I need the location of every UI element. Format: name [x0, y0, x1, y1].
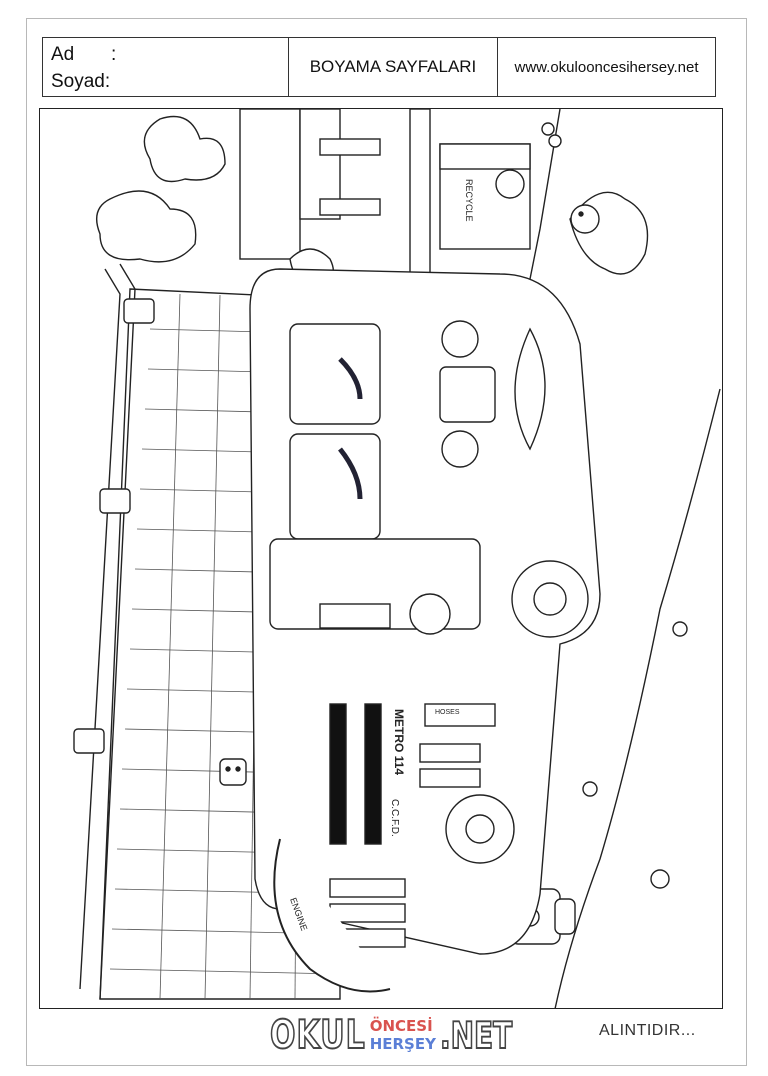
- page-title: BOYAMA SAYFALARI: [289, 38, 498, 96]
- name-label: Ad: [51, 44, 75, 65]
- truck-number: METRO 114: [392, 709, 406, 775]
- street-fence: [239, 109, 431, 286]
- logo-okul-text: OKUL: [269, 1011, 366, 1058]
- hoses-label: HOSES: [435, 709, 460, 716]
- website-link[interactable]: www.okulooncesihersey.net: [514, 58, 699, 76]
- name-colon: :: [111, 44, 117, 65]
- truck-label: C.C.F.D.: [389, 799, 400, 837]
- coloring-picture: RECYCLE: [39, 108, 723, 1009]
- recycle-bin: RECYCLE: [439, 143, 531, 250]
- fire-truck: METRO 114 C.C.F.D. HOSES ENGINE: [249, 268, 601, 993]
- clouds: [96, 115, 226, 263]
- credit-note: ALINTIDIR...: [599, 1022, 696, 1039]
- page-frame: [26, 18, 747, 1066]
- mascot: [219, 758, 247, 786]
- recycle-label: RECYCLE: [464, 179, 474, 222]
- logo-oncesi-text: ÖNCESİ: [369, 1017, 433, 1035]
- logo-net-text: .NET: [439, 1013, 513, 1058]
- worksheet-header: Ad : Soyad: BOYAMA SAYFALARI www.okuloon…: [42, 37, 716, 97]
- dog: [569, 191, 649, 275]
- surname-label: Soyad:: [51, 71, 111, 92]
- wall-lamps: [73, 298, 155, 754]
- logo-hersey-text: HERŞEY: [369, 1035, 436, 1053]
- name-fields: Ad : Soyad:: [43, 38, 289, 96]
- site-logo[interactable]: OKUL ÖNCESİ HERŞEY .NET: [269, 1011, 513, 1058]
